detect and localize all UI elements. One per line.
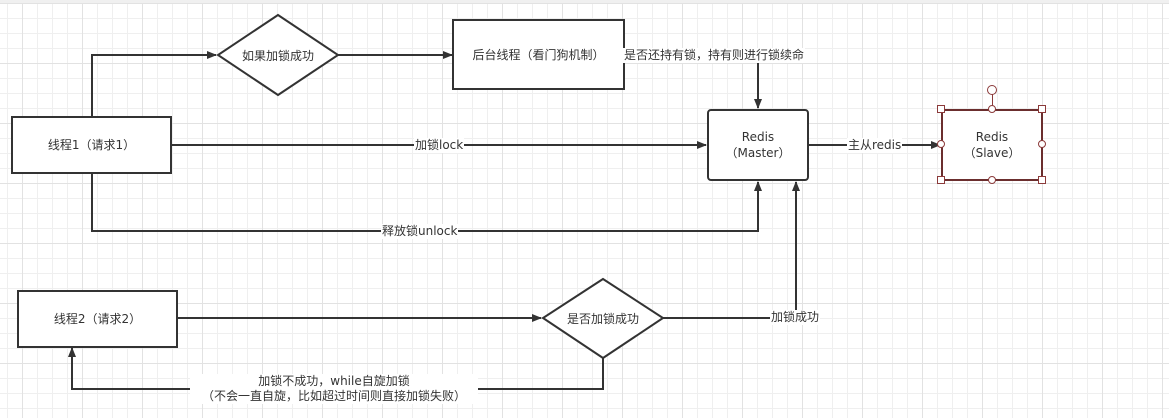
node-thread1-label: 线程1（请求1） <box>47 138 136 152</box>
connect-point-bottom[interactable] <box>988 176 996 184</box>
edge-label-renew: 是否还持有锁，持有则进行锁续命 <box>623 48 806 63</box>
node-redis-slave-label-2: （Slave） <box>963 146 1021 160</box>
decision-if-lock-success-shape[interactable] <box>216 13 340 97</box>
rotate-handle[interactable] <box>987 85 997 95</box>
edge-label-unlock: 释放锁unlock <box>381 224 459 239</box>
edge-unlock[interactable] <box>91 174 762 232</box>
resize-handle-nw[interactable] <box>937 105 945 113</box>
node-redis-master-label-1: Redis <box>741 130 775 144</box>
node-watchdog[interactable]: 后台线程（看门狗机制） <box>452 19 625 90</box>
resize-handle-se[interactable] <box>1038 176 1046 184</box>
decision-is-lock-success: 是否加锁成功 <box>543 303 663 333</box>
edge-label-spin-line1: 加锁不成功，while自旋加锁 <box>258 374 410 388</box>
edge-label-lock: 加锁lock <box>414 138 465 153</box>
connect-point-left[interactable] <box>937 140 945 148</box>
edge-label-lock-success: 加锁成功 <box>770 310 821 325</box>
decision-is-lock-success-label: 是否加锁成功 <box>566 311 639 326</box>
edge-lock-success[interactable] <box>663 181 800 319</box>
edge-label-master-slave: 主从redis <box>847 138 903 153</box>
decision-is-lock-success-shape[interactable] <box>541 277 665 360</box>
node-redis-slave-label-1: Redis <box>975 130 1009 144</box>
connect-point-top[interactable] <box>988 105 996 113</box>
node-redis-master[interactable]: Redis （Master） <box>707 109 809 181</box>
node-thread2-label: 线程2（请求2） <box>53 312 142 326</box>
node-watchdog-label: 后台线程（看门狗机制） <box>472 47 605 62</box>
edge-label-spin-line2: （不会一直自旋，比如超过时间则直接加锁失败） <box>201 389 466 403</box>
node-redis-master-label-2: （Master） <box>725 146 791 160</box>
connect-point-right[interactable] <box>1038 140 1046 148</box>
canvas-top-edge <box>0 0 1169 3</box>
decision-if-lock-success: 如果加锁成功 <box>218 40 338 70</box>
resize-handle-ne[interactable] <box>1038 105 1046 113</box>
node-thread1[interactable]: 线程1（请求1） <box>11 116 172 174</box>
edge-thread1-to-decision[interactable] <box>91 51 217 117</box>
node-thread2[interactable]: 线程2（请求2） <box>17 290 178 348</box>
decision-if-lock-success-label: 如果加锁成功 <box>241 48 314 63</box>
resize-handle-sw[interactable] <box>937 176 945 184</box>
edge-label-spin: 加锁不成功，while自旋加锁 （不会一直自旋，比如超过时间则直接加锁失败） <box>190 374 478 404</box>
node-redis-slave[interactable]: Redis （Slave） <box>941 109 1043 181</box>
rotate-handle-line <box>992 94 993 109</box>
